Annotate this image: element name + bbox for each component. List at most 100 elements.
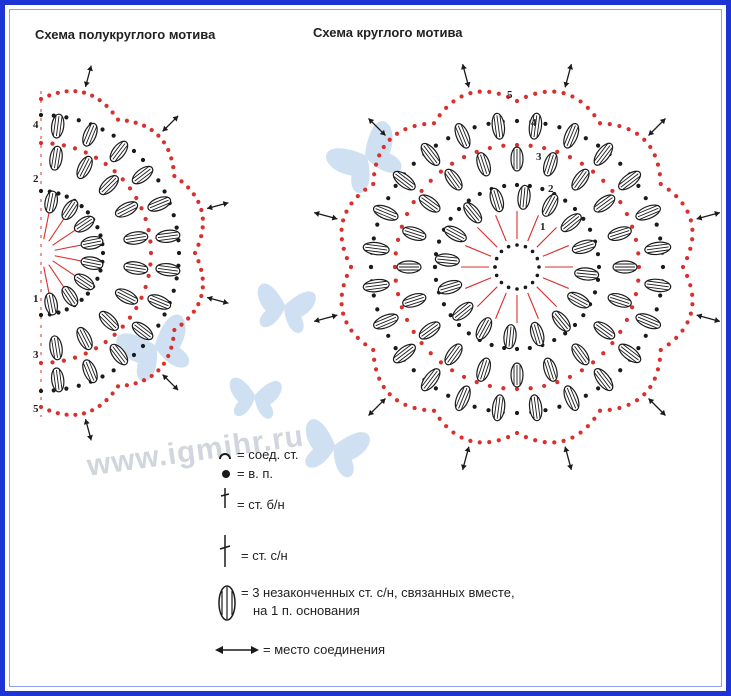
circle-row5-picot-dot <box>339 237 344 242</box>
circle-row-number: 1 <box>540 221 546 233</box>
circle-row2-chain-dot <box>592 290 598 295</box>
circle-row4-chain-dot <box>557 125 562 130</box>
circle-row5-picot-dot <box>561 438 566 443</box>
circle-row3-chain-dot <box>393 251 398 256</box>
circle-row3-chain-dot <box>567 154 573 160</box>
circle-row3-cluster <box>510 146 524 172</box>
semicircle-row3-chain-dot <box>103 161 108 167</box>
circle-row4-chain-dot <box>583 393 588 398</box>
circle-row3-chain-dot <box>579 368 585 373</box>
semicircle-row5-picot-dot <box>90 408 95 413</box>
semicircle-row3-cluster <box>49 335 63 361</box>
semicircle-row-number: 4 <box>33 119 39 131</box>
circle-row4-chain-dot <box>543 121 548 126</box>
circle-row2-chain-dot <box>596 264 602 270</box>
circle-row4-chain-dot <box>472 125 477 130</box>
semicircle-row2-chain-dot <box>64 307 69 312</box>
semicircle-row3-chain-dot <box>103 339 108 345</box>
circle-row4-chain-dot <box>368 264 374 270</box>
circle-row5-picot-dot <box>363 187 368 192</box>
semicircle-row5-picot-dot <box>179 179 184 184</box>
semicircle-row3-chain-dot <box>61 358 66 363</box>
circle-row3-chain-dot <box>501 143 506 148</box>
circle-row5-picot-dot <box>377 153 382 158</box>
circle-row4-chain-dot <box>543 408 548 413</box>
circle-row5-picot-dot <box>371 347 376 353</box>
semicircle-row5-picot-dot <box>110 391 115 396</box>
semicircle-row5-picot-dot <box>196 259 201 264</box>
circle-row3-chain-dot <box>542 145 547 151</box>
circle-row3-cluster <box>510 362 524 388</box>
circle-row5-picot-dot <box>688 218 693 223</box>
circle-join-arrow-head <box>331 214 338 221</box>
circle-join-arrow-head <box>464 81 471 88</box>
semicircle-row5-picot-dot <box>149 127 154 133</box>
semicircle-row5-picot-dot <box>191 309 196 314</box>
circle-row2-chain-dot <box>595 277 601 282</box>
semicircle-row4-chain-dot <box>156 178 161 183</box>
circle-row5-picot-dot <box>617 123 622 129</box>
circle-row5-picot-dot <box>655 367 661 372</box>
semicircle-row4-cluster <box>109 140 129 163</box>
semicircle-row3-chain-dot <box>83 150 88 155</box>
circle-row4-cluster <box>454 385 471 412</box>
circle-row5-picot-dot <box>349 201 354 206</box>
semicircle-join-arrow-head <box>83 81 90 87</box>
circle-row5-picot-dot <box>607 407 612 412</box>
semicircle-row5-picot-dot <box>97 403 102 408</box>
circle-center-chain-dot <box>530 249 535 254</box>
semicircle-row2-chain-dot <box>56 310 61 315</box>
semicircle-row4-chain-dot <box>38 388 44 394</box>
circle-row4-cluster <box>491 394 506 422</box>
semicircle-row2-chain-dot <box>98 268 103 273</box>
semicircle-row3-chain-dot <box>139 295 144 300</box>
circle-row5-picot-dot <box>688 311 693 316</box>
circle-row5-picot-dot <box>634 131 640 136</box>
semicircle-row4-chain-dot <box>131 352 137 358</box>
circle-row3-chain-dot <box>555 380 560 385</box>
semicircle-row5-picot-dot <box>133 381 138 386</box>
semicircle-row5-picot-dot <box>149 373 154 379</box>
circle-row3-chain-dot <box>555 149 560 154</box>
semicircle-row3-cluster <box>98 175 119 196</box>
semicircle-row3-chain-dot <box>146 273 151 278</box>
semicircle-row5-picot-dot <box>38 404 44 410</box>
semicircle-row5-picot-dot <box>64 412 69 417</box>
circle-center-chain-dot <box>530 280 535 285</box>
semicircle-row5-picot-dot <box>141 378 147 383</box>
circle-row4-chain-dot <box>658 236 663 241</box>
semicircle-join-arrow-head <box>207 295 213 302</box>
circle-center-chain-dot <box>535 256 540 261</box>
circle-row3-chain-dot <box>636 264 642 270</box>
circle-row5-picot-dot <box>652 376 657 381</box>
circle-row3-chain-dot <box>624 211 630 217</box>
circle-row3-chain-dot <box>636 251 641 256</box>
circle-row5-picot-dot <box>690 302 695 307</box>
circle-row3-chain-dot <box>449 368 455 373</box>
semicircle-row5-picot-dot <box>171 165 176 170</box>
circle-row2-cluster <box>517 184 531 210</box>
semicircle-row4-chain-dot <box>162 189 167 194</box>
double-crochet-symbol-icon <box>219 535 231 567</box>
semicircle-row4-chain-dot <box>111 368 116 373</box>
circle-row4-cluster <box>362 278 390 293</box>
circle-row3-chain-dot <box>501 386 506 391</box>
circle-row4-chain-dot <box>514 410 520 416</box>
semicircle-row5-picot-dot <box>124 383 129 388</box>
semicircle-row4-cluster <box>109 343 129 366</box>
semicircle-row3-chain-dot <box>148 250 154 256</box>
circle-row2-chain-dot <box>595 252 601 257</box>
circle-row2-cluster <box>489 187 505 213</box>
chain-symbol-icon <box>222 470 230 478</box>
circle-row5-picot-dot <box>468 438 473 443</box>
circle-row5-picot-dot <box>592 416 597 421</box>
circle-row5-picot-dot <box>514 98 520 104</box>
circle-row4-chain-dot <box>433 143 438 148</box>
circle-row4-chain-dot <box>371 236 376 241</box>
circle-row2-chain-dot <box>466 198 471 203</box>
circle-row5-picot-dot <box>339 302 344 307</box>
circle-row3-chain-dot <box>590 169 596 174</box>
semicircle-row3-chain-dot <box>148 262 153 267</box>
circle-center-chain-dot <box>535 273 540 278</box>
semicircle-join-arrow-head <box>172 115 179 122</box>
